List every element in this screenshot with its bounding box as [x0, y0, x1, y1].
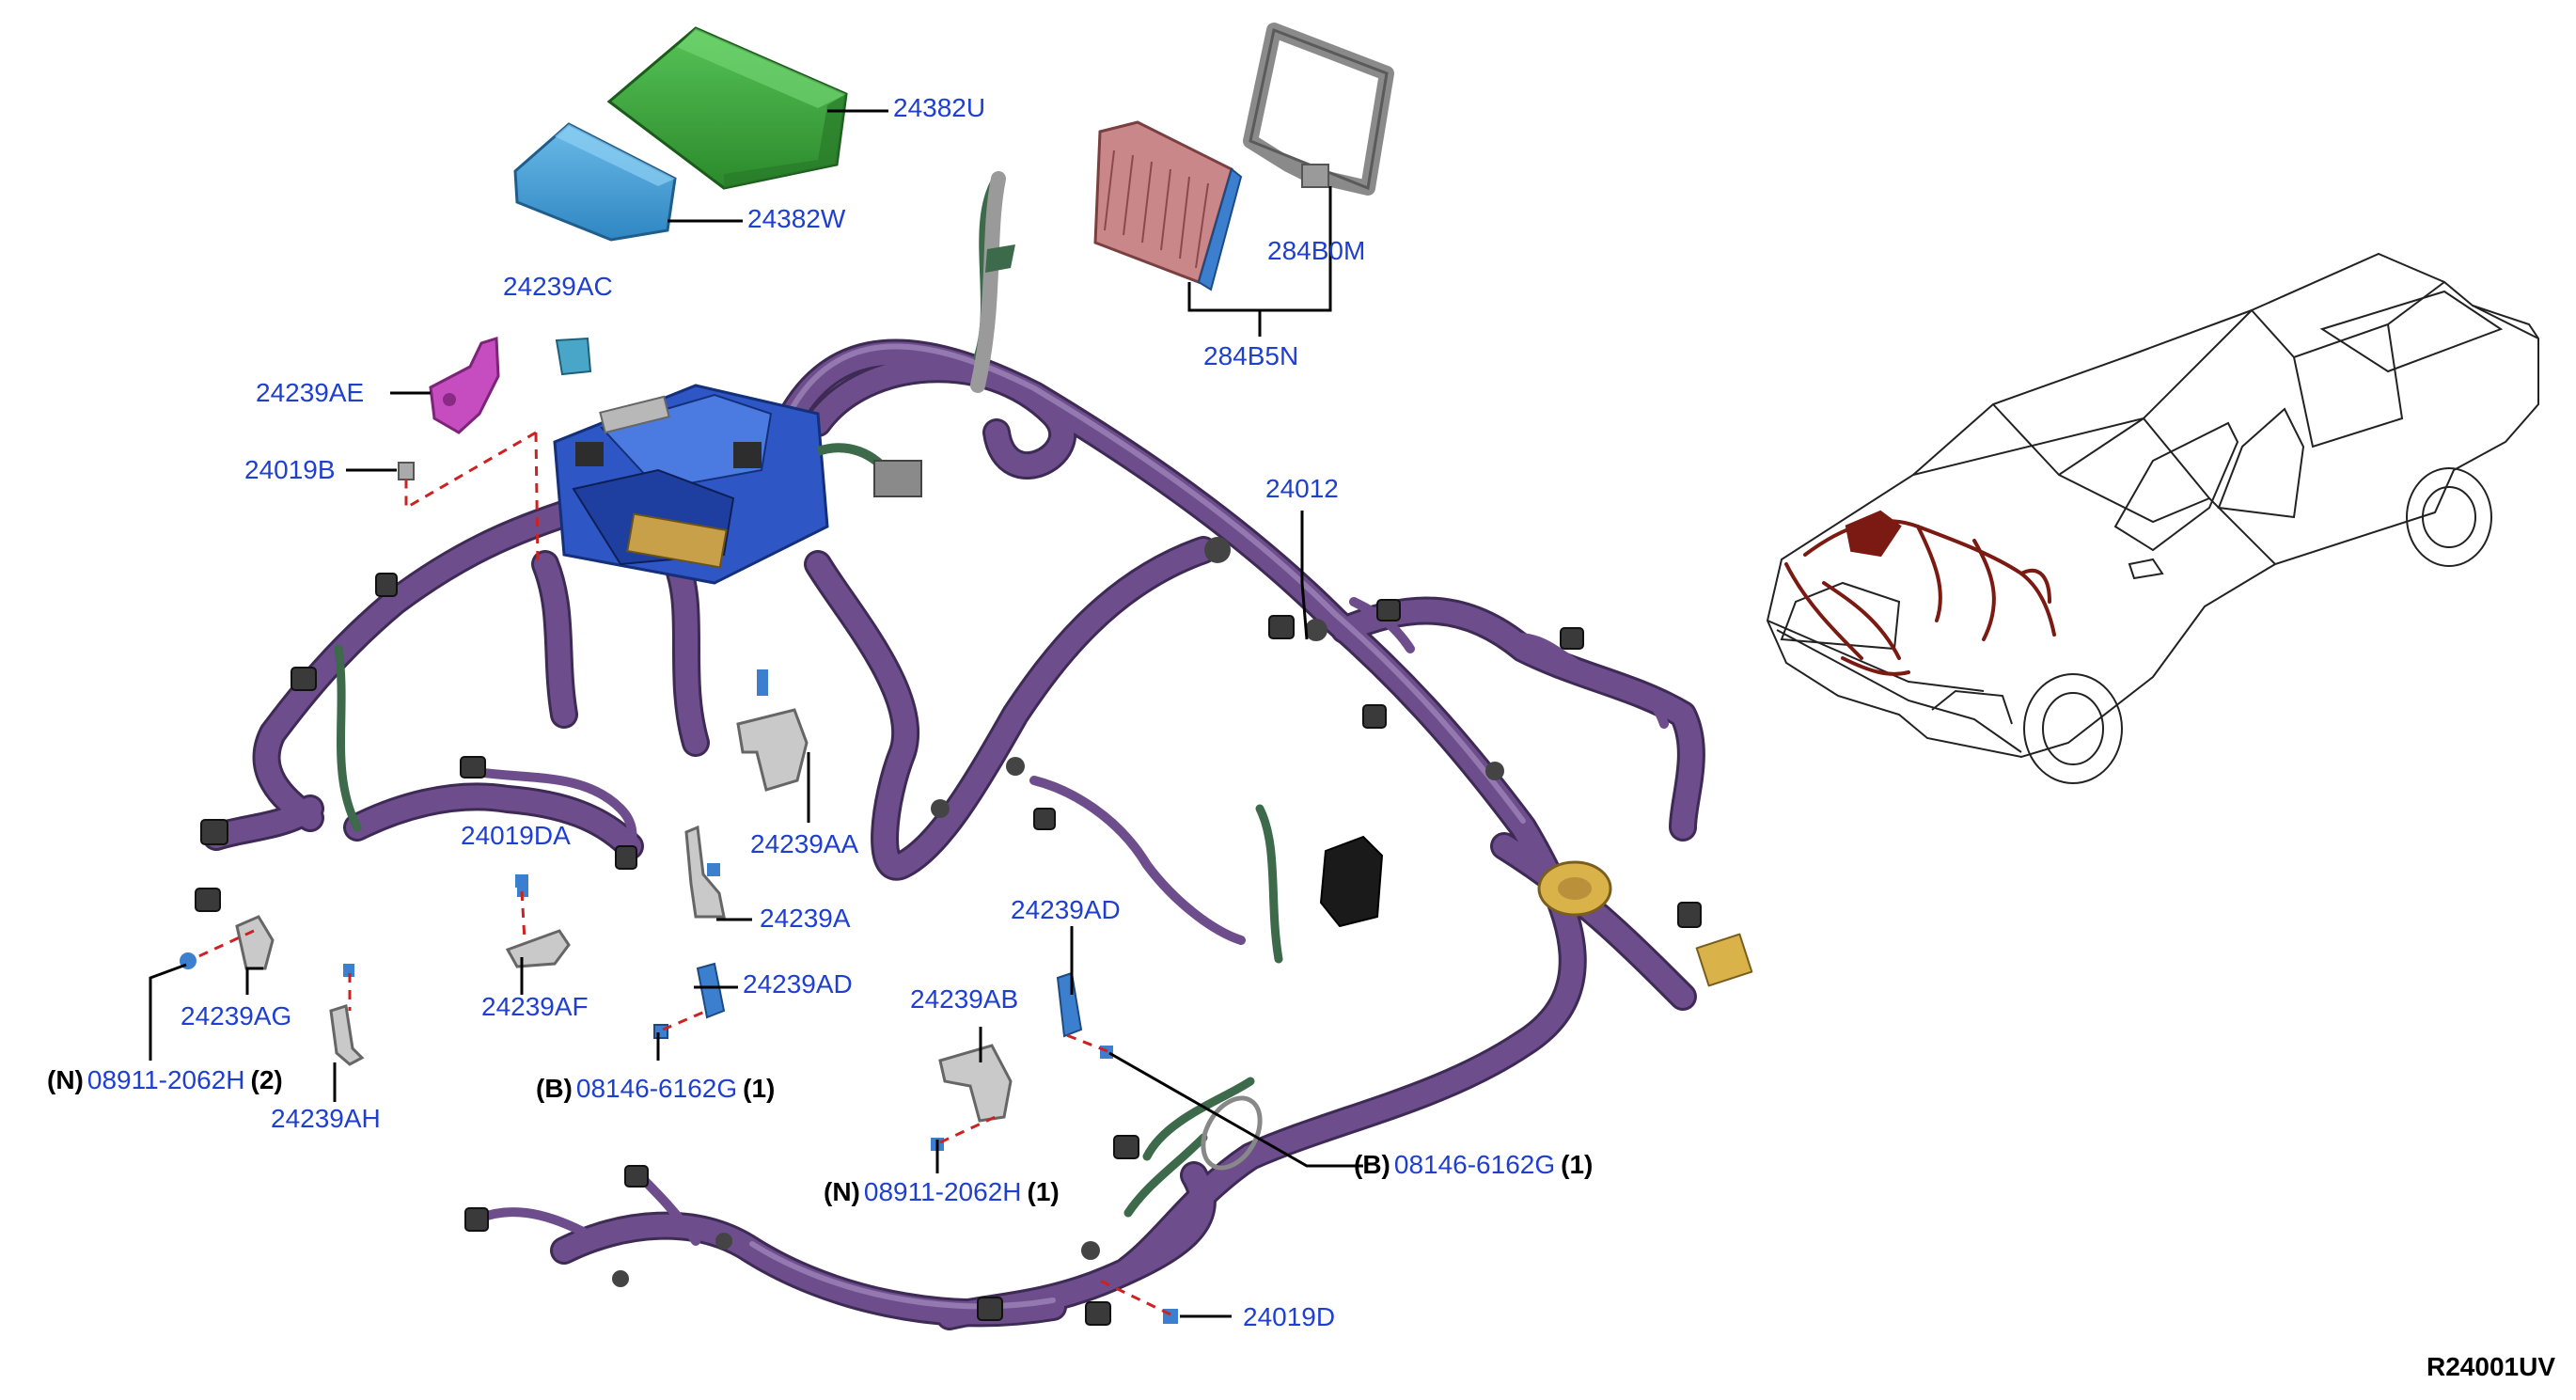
part-number: 08911-2062H: [86, 1065, 245, 1094]
bracket-24239AE[interactable]: [429, 336, 500, 434]
part-number: 24382W: [747, 204, 846, 233]
diagram-code: R24001UV: [2427, 1352, 2555, 1381]
label-24382W[interactable]: 24382W: [747, 205, 845, 233]
label-24239AF[interactable]: 24239AF: [481, 993, 589, 1021]
part-number: 24239AD: [743, 969, 853, 999]
bracket-24239AH[interactable]: [329, 964, 365, 1066]
leader-lines: [149, 109, 1363, 1318]
quantity: (2): [250, 1065, 283, 1094]
part-number: 24012: [1265, 474, 1339, 503]
label-284B5N[interactable]: 284B5N: [1203, 342, 1298, 370]
part-number: 24019B: [244, 455, 336, 484]
frame-284B0M[interactable]: [1243, 23, 1394, 196]
label-24239AD-a[interactable]: 24239AD: [743, 970, 853, 999]
vehicle-harness-highlight: [1784, 510, 2056, 676]
quantity: (1): [1561, 1150, 1594, 1179]
part-number: 24019DA: [461, 821, 571, 850]
fastener-dashed-lines: [192, 431, 1171, 1316]
label-24019D[interactable]: 24019D: [1243, 1303, 1335, 1331]
part-number: 24239AC: [503, 272, 613, 301]
bracket-24239AA[interactable]: [736, 669, 809, 792]
label-24239AH[interactable]: 24239AH: [271, 1105, 381, 1133]
label-24239A[interactable]: 24239A: [760, 904, 851, 933]
prefix: (N): [824, 1177, 860, 1206]
label-08911-2062H-qty1[interactable]: (N)08911-2062H(1): [824, 1178, 1060, 1206]
label-08911-2062H-qty2[interactable]: (N)08911-2062H(2): [47, 1066, 283, 1094]
conduit: [970, 171, 1015, 393]
bracket-24239AB[interactable]: [931, 1044, 1013, 1151]
part-number: 24239AH: [271, 1104, 381, 1133]
main-harness[interactable]: [195, 174, 1753, 1330]
module-24382W[interactable]: [513, 122, 677, 242]
part-number: 24239AD: [1011, 895, 1121, 924]
bracket-24239A[interactable]: [684, 825, 726, 919]
relay-block-284B5N[interactable]: [1093, 120, 1243, 291]
label-24239AA[interactable]: 24239AA: [750, 830, 858, 858]
part-number: 24382U: [893, 93, 986, 122]
fuse-block-assembly[interactable]: [553, 384, 922, 585]
bracket-24239AG[interactable]: [180, 915, 275, 970]
part-number: 08146-6162G: [1393, 1150, 1556, 1179]
label-24382U[interactable]: 24382U: [893, 94, 985, 122]
clip-24239AC[interactable]: [555, 337, 592, 376]
module-24382U[interactable]: [606, 26, 848, 190]
prefix: (B): [536, 1074, 573, 1103]
prefix: (N): [47, 1065, 84, 1094]
bracket-24239AF[interactable]: [505, 884, 571, 968]
bracket-24239AD-b[interactable]: [1056, 971, 1113, 1059]
label-24239AC[interactable]: 24239AC: [503, 273, 613, 301]
clip-24019B[interactable]: [398, 462, 415, 480]
label-24239AB[interactable]: 24239AB: [910, 985, 1018, 1014]
part-number: 24239AG: [181, 1001, 292, 1030]
label-08146-6162G-a[interactable]: (B)08146-6162G(1): [536, 1075, 775, 1103]
vehicle-locator: [1766, 252, 2539, 784]
part-number: 284B5N: [1203, 341, 1299, 370]
prefix: (B): [1354, 1150, 1390, 1179]
part-number: 24239AB: [910, 984, 1019, 1014]
part-number: 24239AF: [481, 992, 589, 1021]
part-number: 24239A: [760, 904, 851, 933]
label-24239AD-b[interactable]: 24239AD: [1011, 896, 1121, 924]
part-number: 08911-2062H: [863, 1177, 1022, 1206]
bracket-24239AD-a[interactable]: [653, 962, 726, 1039]
part-number: 24239AA: [750, 829, 859, 858]
part-number: 24019D: [1243, 1302, 1336, 1331]
label-24239AE[interactable]: 24239AE: [256, 379, 364, 407]
label-08146-6162G-b[interactable]: (B)08146-6162G(1): [1354, 1151, 1593, 1179]
part-number: 08146-6162G: [575, 1074, 738, 1103]
part-number: 284B0M: [1267, 236, 1366, 265]
label-24019B[interactable]: 24019B: [244, 456, 336, 484]
label-284B0M[interactable]: 284B0M: [1267, 237, 1365, 265]
clip-24019DA[interactable]: [515, 874, 528, 888]
part-number: 24239AE: [256, 378, 365, 407]
label-24239AG[interactable]: 24239AG: [181, 1002, 291, 1030]
quantity: (1): [1027, 1177, 1060, 1206]
label-24012[interactable]: 24012: [1265, 475, 1339, 503]
quantity: (1): [743, 1074, 776, 1103]
label-24019DA[interactable]: 24019DA: [461, 822, 571, 850]
